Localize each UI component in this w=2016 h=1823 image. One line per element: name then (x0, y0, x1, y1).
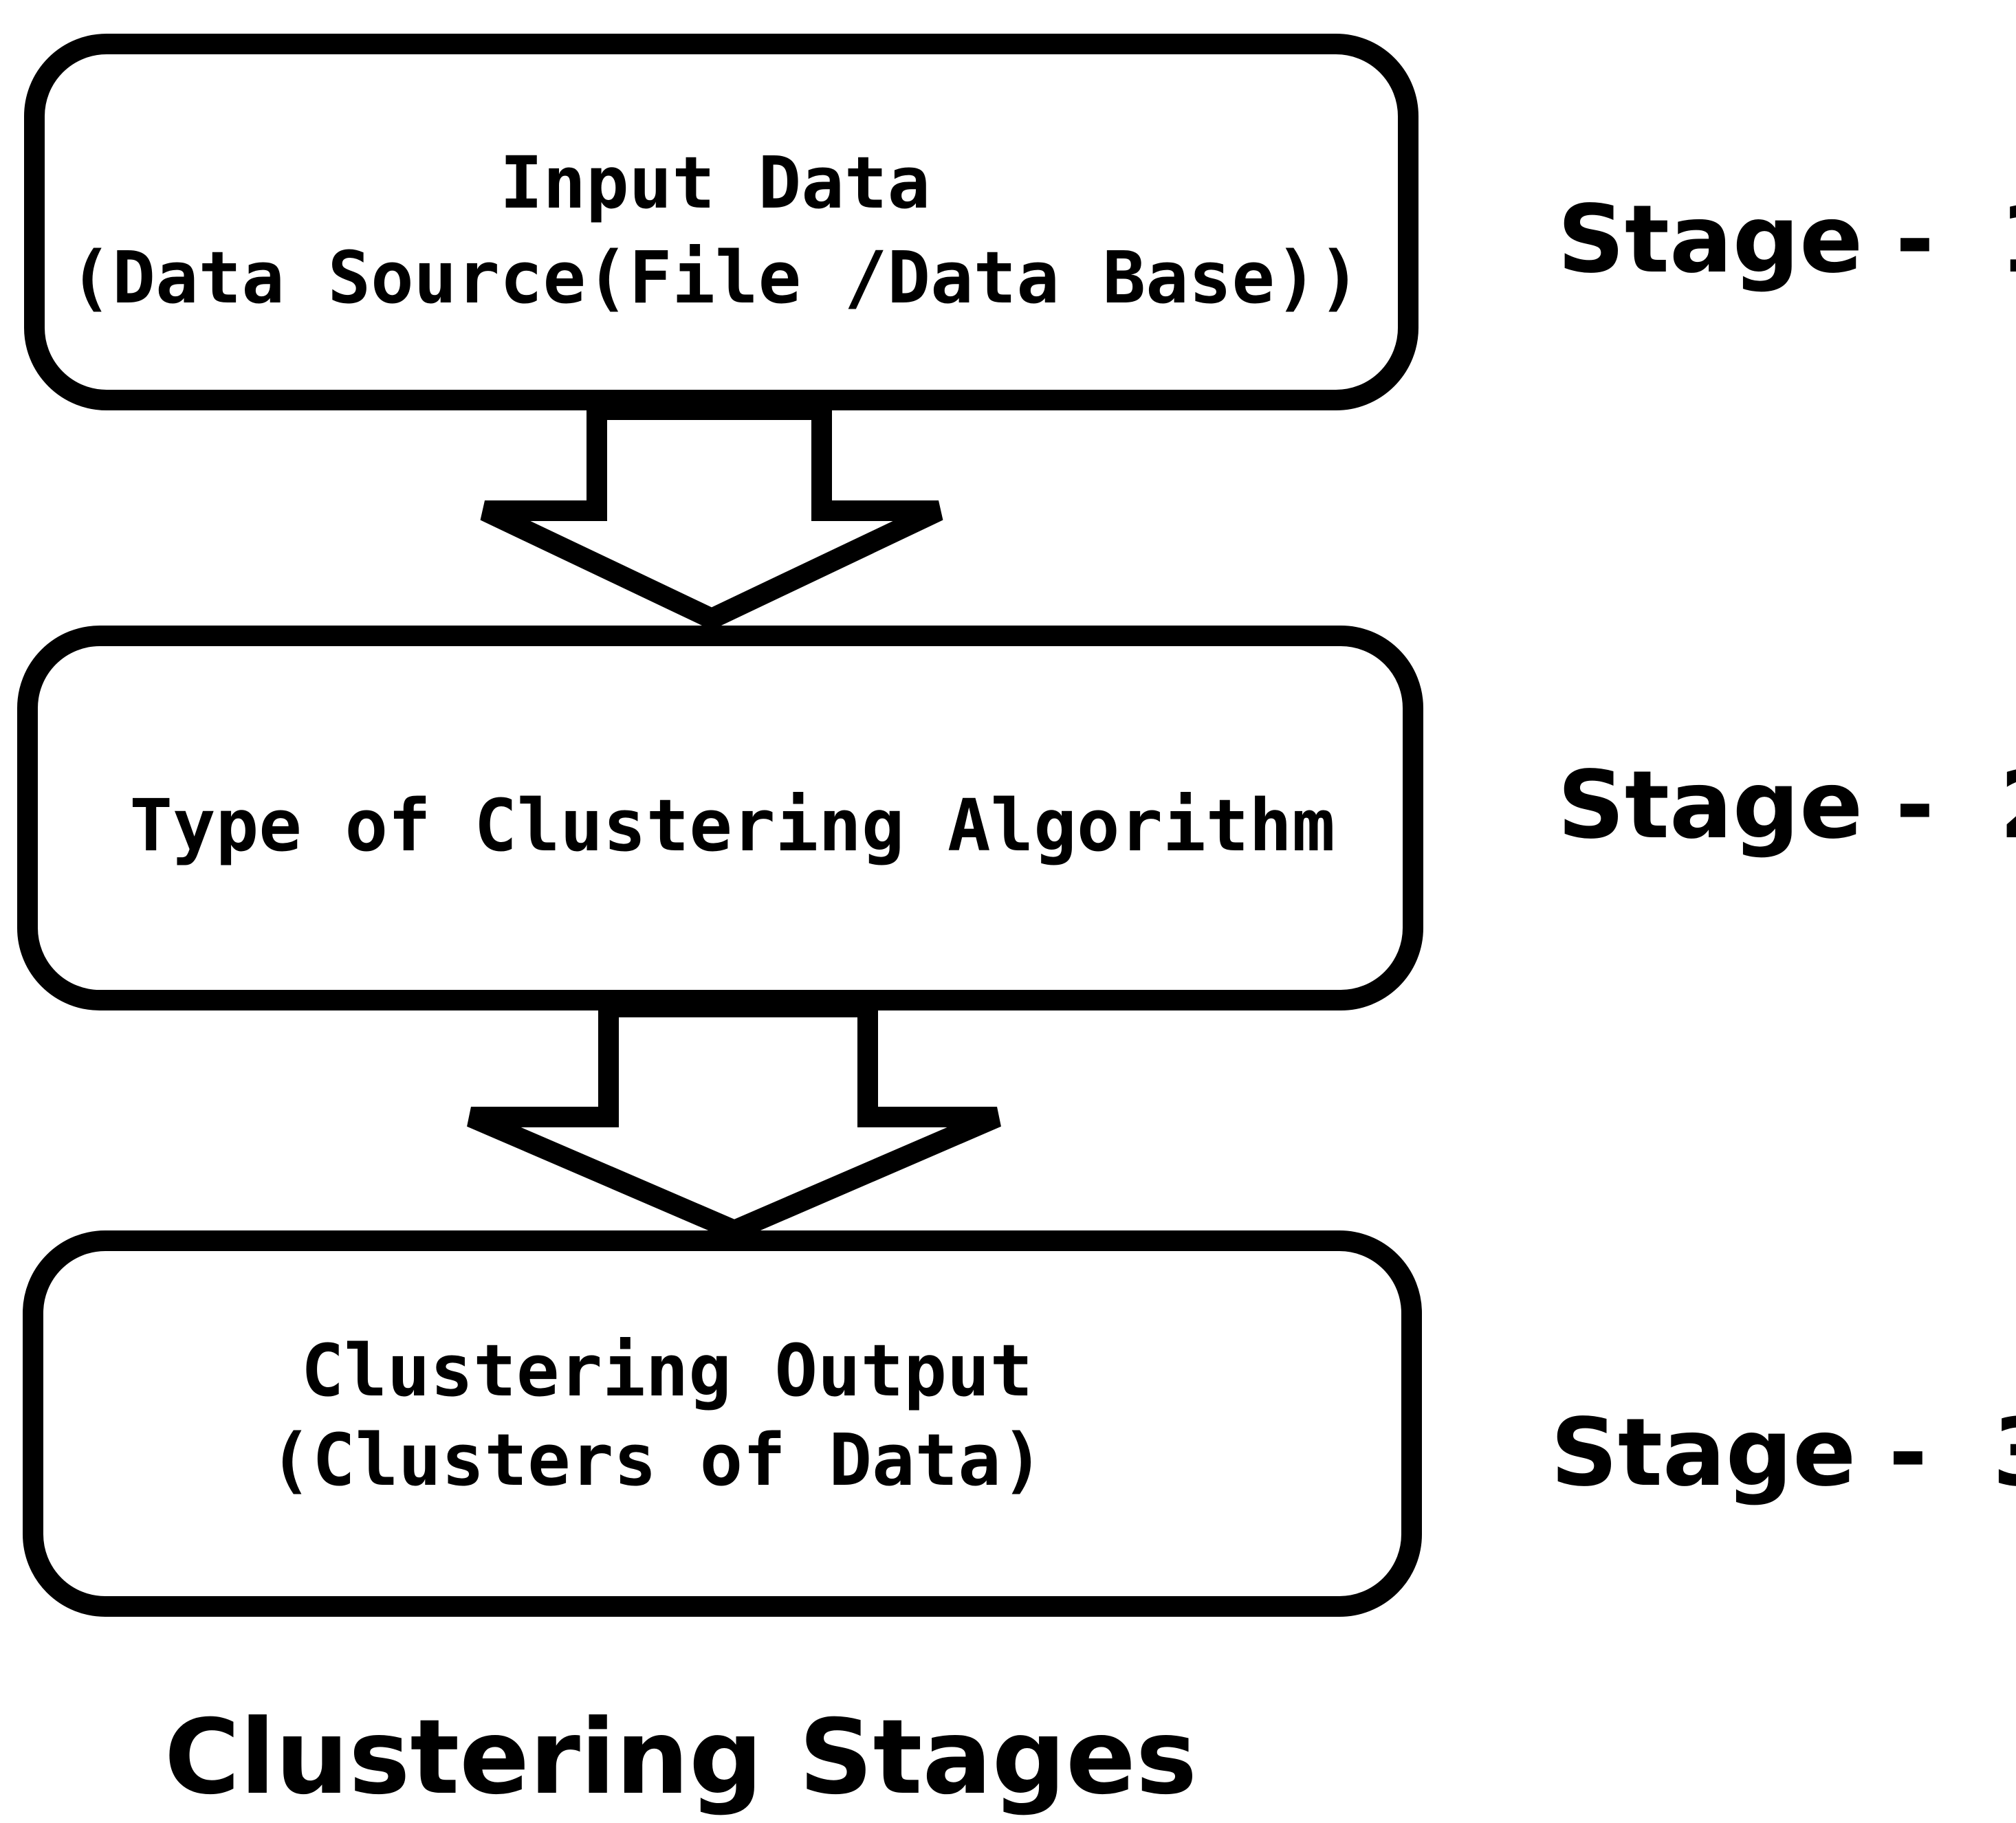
stage-2-box-title: Type of Clustering Algorithm (129, 784, 1335, 868)
down-arrow-1 (480, 399, 943, 630)
stage-1-label: Stage - 1 (1557, 186, 2016, 294)
down-arrow-2 (467, 997, 1001, 1242)
stage-3-box: Clustering Output (Clusters of Data) (23, 1230, 1422, 1617)
stage-1-box-subtitle: (Data Source(File /Data Base)) (69, 236, 1361, 320)
diagram-caption: Clustering Stages (164, 1698, 1197, 1818)
stage-1-box: Input Data (Data Source(File /Data Base)… (24, 34, 1418, 410)
stage-3-box-title: Clustering Output (301, 1329, 1033, 1413)
stage-2-label: Stage - 2 (1557, 751, 2016, 860)
stage-2-box: Type of Clustering Algorithm (17, 626, 1423, 1010)
stage-1-box-title: Input Data (500, 141, 930, 225)
stage-3-label: Stage - 3 (1551, 1399, 2016, 1507)
stage-3-box-subtitle: (Clusters of Data) (269, 1418, 1044, 1502)
